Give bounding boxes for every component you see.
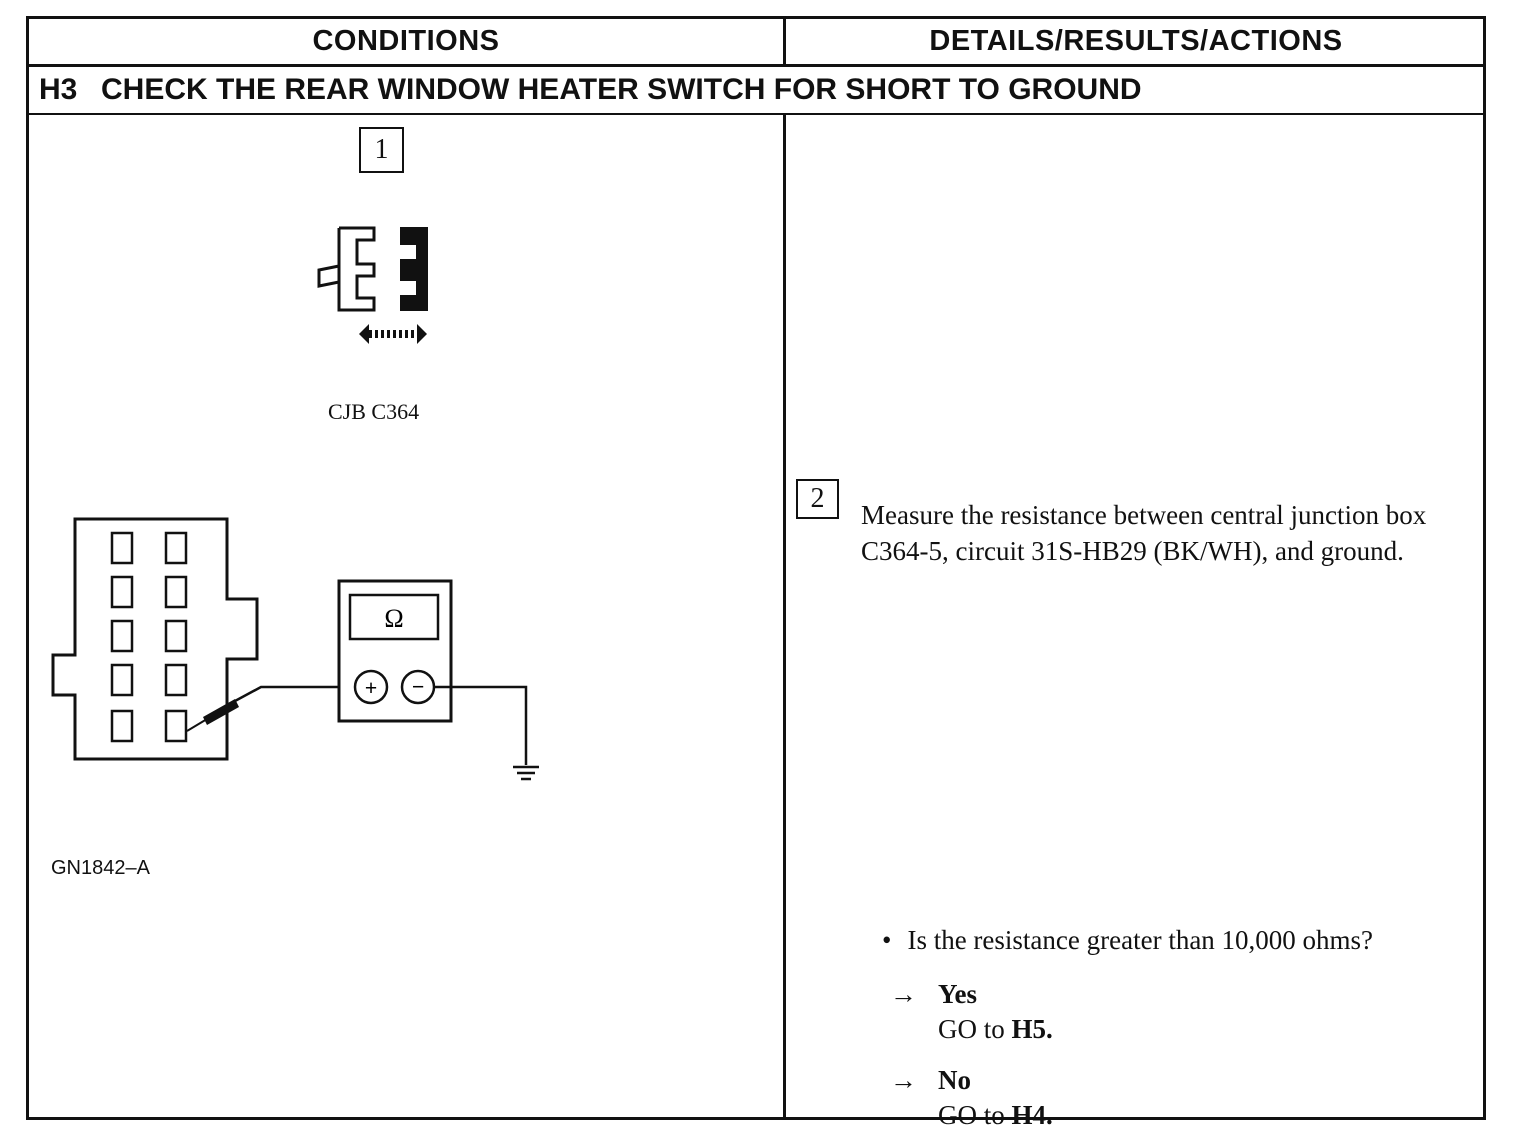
conditions-header: CONDITIONS	[312, 25, 500, 57]
yes-label: Yes	[938, 979, 977, 1009]
details-header: DETAILS/RESULTS/ACTIONS	[783, 19, 1486, 64]
measurement-instruction: Measure the resistance between central j…	[861, 500, 1427, 566]
details-column: 2 Measure the resistance between central…	[783, 115, 1483, 1130]
yes-action-target: H5.	[1011, 1014, 1053, 1044]
connector-caption: CJB C364	[328, 399, 420, 424]
yes-arrow-icon: →	[890, 979, 917, 1009]
connector-body	[51, 517, 259, 761]
connector-half-black	[400, 227, 428, 311]
yes-action: GO to H5.	[938, 1012, 1053, 1047]
left-arrow-head	[359, 324, 369, 344]
positive-lead	[234, 685, 351, 703]
positive-terminal	[353, 669, 389, 705]
figure-id: GN1842–A	[51, 857, 150, 879]
diagnostic-table: CONDITIONS DETAILS/RESULTS/ACTIONS H3 CH…	[26, 16, 1486, 1130]
yes-action-prefix: GO to	[938, 1014, 1012, 1044]
question-text: Is the resistance greater than 10,000 oh…	[907, 925, 1374, 955]
result-question: • Is the resistance greater than 10,000 …	[882, 925, 1373, 956]
resistance-test-diagram: Ω + −	[51, 517, 539, 781]
connector-pins	[110, 531, 188, 743]
step-title: CHECK THE REAR WINDOW HEATER SWITCH FOR …	[101, 73, 1142, 106]
ground-symbol	[513, 765, 539, 781]
no-action-prefix: GO to	[938, 1100, 1012, 1130]
conditions-column: 1 CJB C364	[29, 115, 783, 1117]
ohm-symbol: Ω	[384, 604, 403, 633]
step-id: H3	[39, 73, 78, 106]
no-action: GO to H4.	[938, 1098, 1053, 1133]
connector-half-white	[337, 226, 376, 312]
step-number-1: 1	[359, 127, 404, 173]
step-title-row: H3 CHECK THE REAR WINDOW HEATER SWITCH F…	[29, 67, 1483, 115]
probe-tip	[186, 718, 208, 732]
positive-terminal-sign: +	[365, 675, 378, 700]
table-header-row: CONDITIONS DETAILS/RESULTS/ACTIONS	[29, 19, 1483, 67]
step-number-2: 2	[796, 479, 839, 519]
probe-body	[203, 699, 239, 725]
connector-release-tab	[317, 264, 341, 288]
no-label: No	[938, 1065, 971, 1095]
connector-disconnect-illustration	[317, 226, 428, 344]
negative-terminal-sign: −	[412, 674, 425, 699]
ohmmeter-display	[348, 593, 440, 641]
ground-lead	[434, 685, 528, 765]
no-arrow-icon: →	[890, 1065, 917, 1095]
bullet: •	[882, 925, 892, 955]
right-arrow-head	[417, 324, 427, 344]
no-action-target: H4.	[1011, 1100, 1053, 1130]
